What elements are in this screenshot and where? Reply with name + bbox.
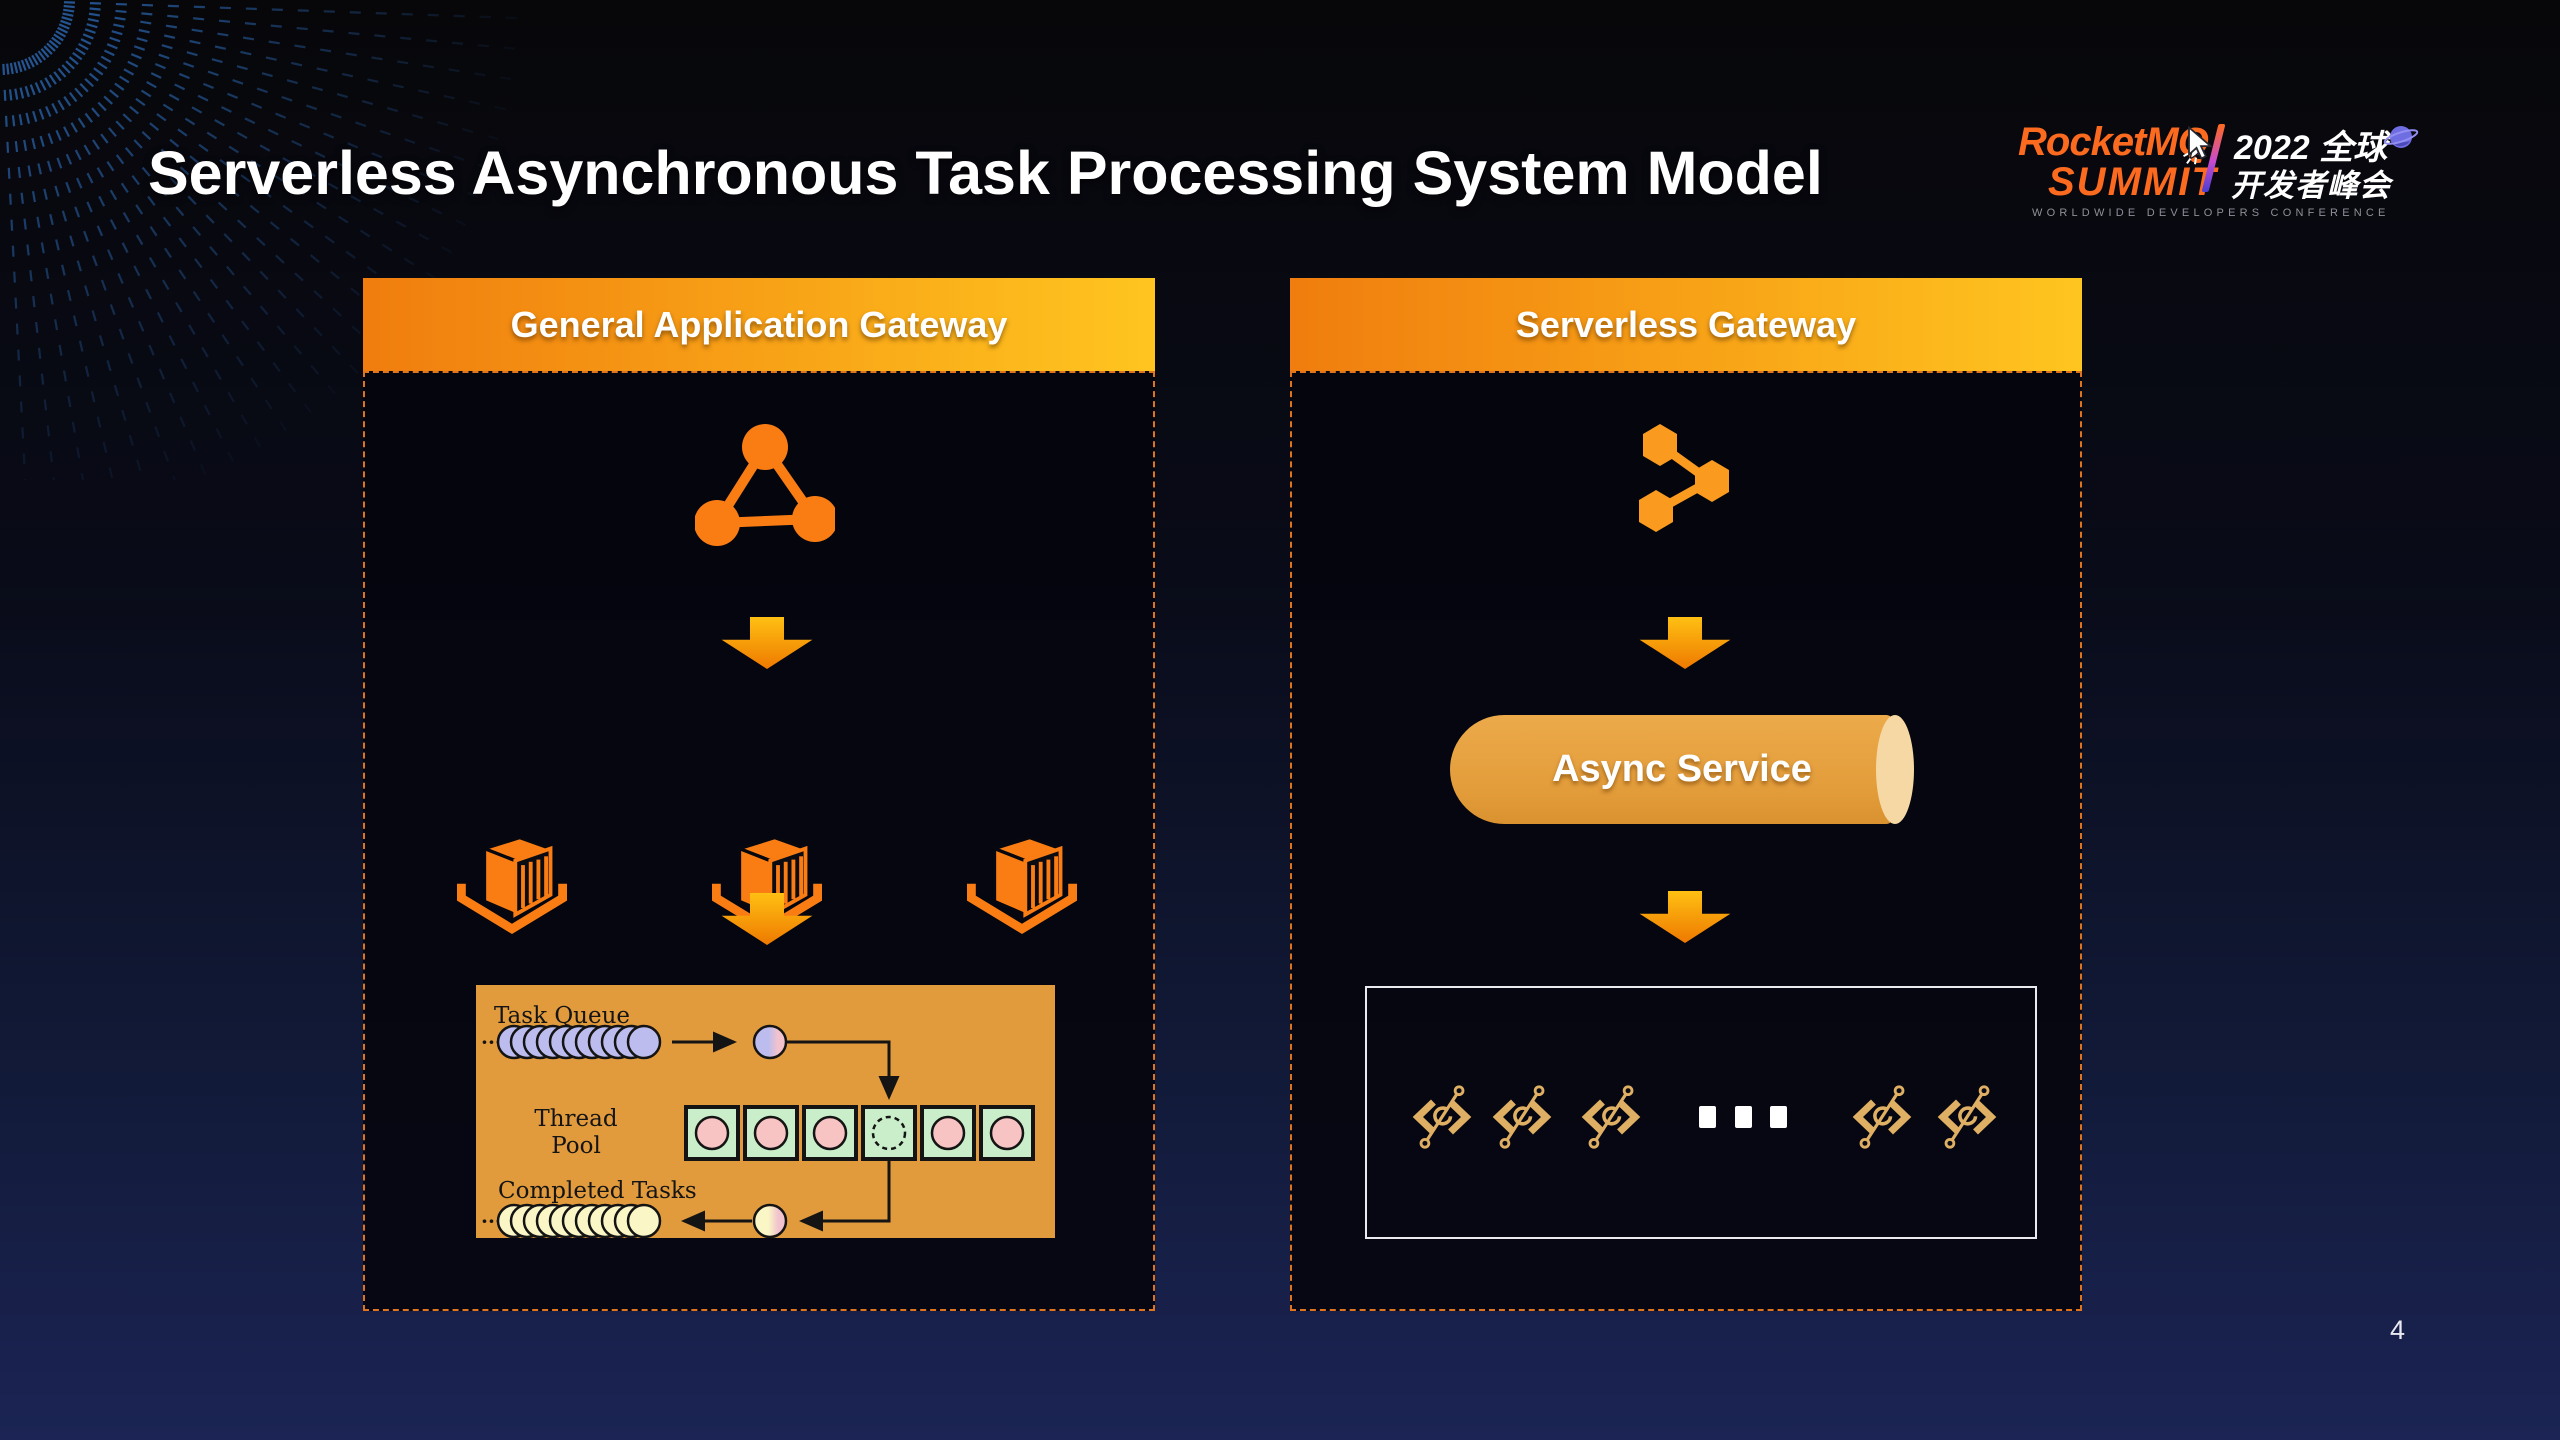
finished-task-circle [752,1203,788,1238]
logo-brand-summit: SUMMIT [2048,160,2218,204]
right-panel-header: Serverless Gateway [1290,278,2082,371]
planet-icon [2383,126,2419,148]
function-icon [1935,1078,1999,1156]
thread-pool-label-line1: Thread [534,1106,617,1132]
completed-ellipsis: ··· [481,1209,502,1233]
logo-cn-line: 开发者峰会 [2231,168,2391,203]
completed-tasks-circles [496,1203,662,1238]
down-arrow-icon [721,893,813,945]
thread-pool-label-line2: Pool [551,1133,601,1159]
logo-year-line: 2022 全球 [2234,129,2388,167]
slide-title: Serverless Asynchronous Task Processing … [148,139,1823,207]
left-panel-header: General Application Gateway [363,278,1155,371]
logo-brand-rocketmq: RocketMQ [2018,120,2209,164]
cluster-network-icon [695,424,835,546]
serverless-gateway-panel: Serverless Gateway Async Servic [1290,278,2082,1311]
general-application-gateway-panel: General Application Gateway [363,278,1155,1311]
down-arrow-icon [721,617,813,669]
ellipsis-dots [1699,1106,1787,1128]
in-flight-task-circle [752,1024,788,1060]
cylinder-body [1450,715,1896,824]
async-service-cylinder: Async Service [1450,715,1914,824]
function-icon [1410,1078,1474,1156]
container-icon [960,831,1084,941]
down-arrow-icon [1639,891,1731,943]
queue-ellipsis: ··· [481,1030,502,1054]
container-icon [450,831,574,941]
right-panel-body: Async Service [1290,371,2082,1311]
function-instances-box [1365,986,2037,1239]
logo-tagline: WORLDWIDE DEVELOPERS CONFERENCE [2032,207,2390,219]
task-queue-circles [496,1024,662,1060]
hexagon-cluster-icon [1639,424,1729,532]
thread-pool-slots [684,1105,1035,1161]
thread-pool-diagram: Task Queue ··· Thread Pool Completed Tas… [476,985,1055,1238]
rocketmq-summit-logo: RocketMQ SUMMIT 2022 全球 开发者峰会 WORLDWIDE … [2010,120,2440,240]
function-icon [1490,1078,1554,1156]
cylinder-end-cap [1876,715,1914,824]
completed-tasks-label: Completed Tasks [498,1178,697,1204]
function-icon [1579,1078,1643,1156]
async-service-label: Async Service [1552,748,1812,790]
function-icon [1850,1078,1914,1156]
page-number: 4 [2390,1315,2406,1345]
mouse-cursor [2188,126,2214,160]
left-panel-body: Task Queue ··· Thread Pool Completed Tas… [363,371,1155,1311]
task-queue-label: Task Queue [494,1003,630,1029]
down-arrow-icon [1639,617,1731,669]
